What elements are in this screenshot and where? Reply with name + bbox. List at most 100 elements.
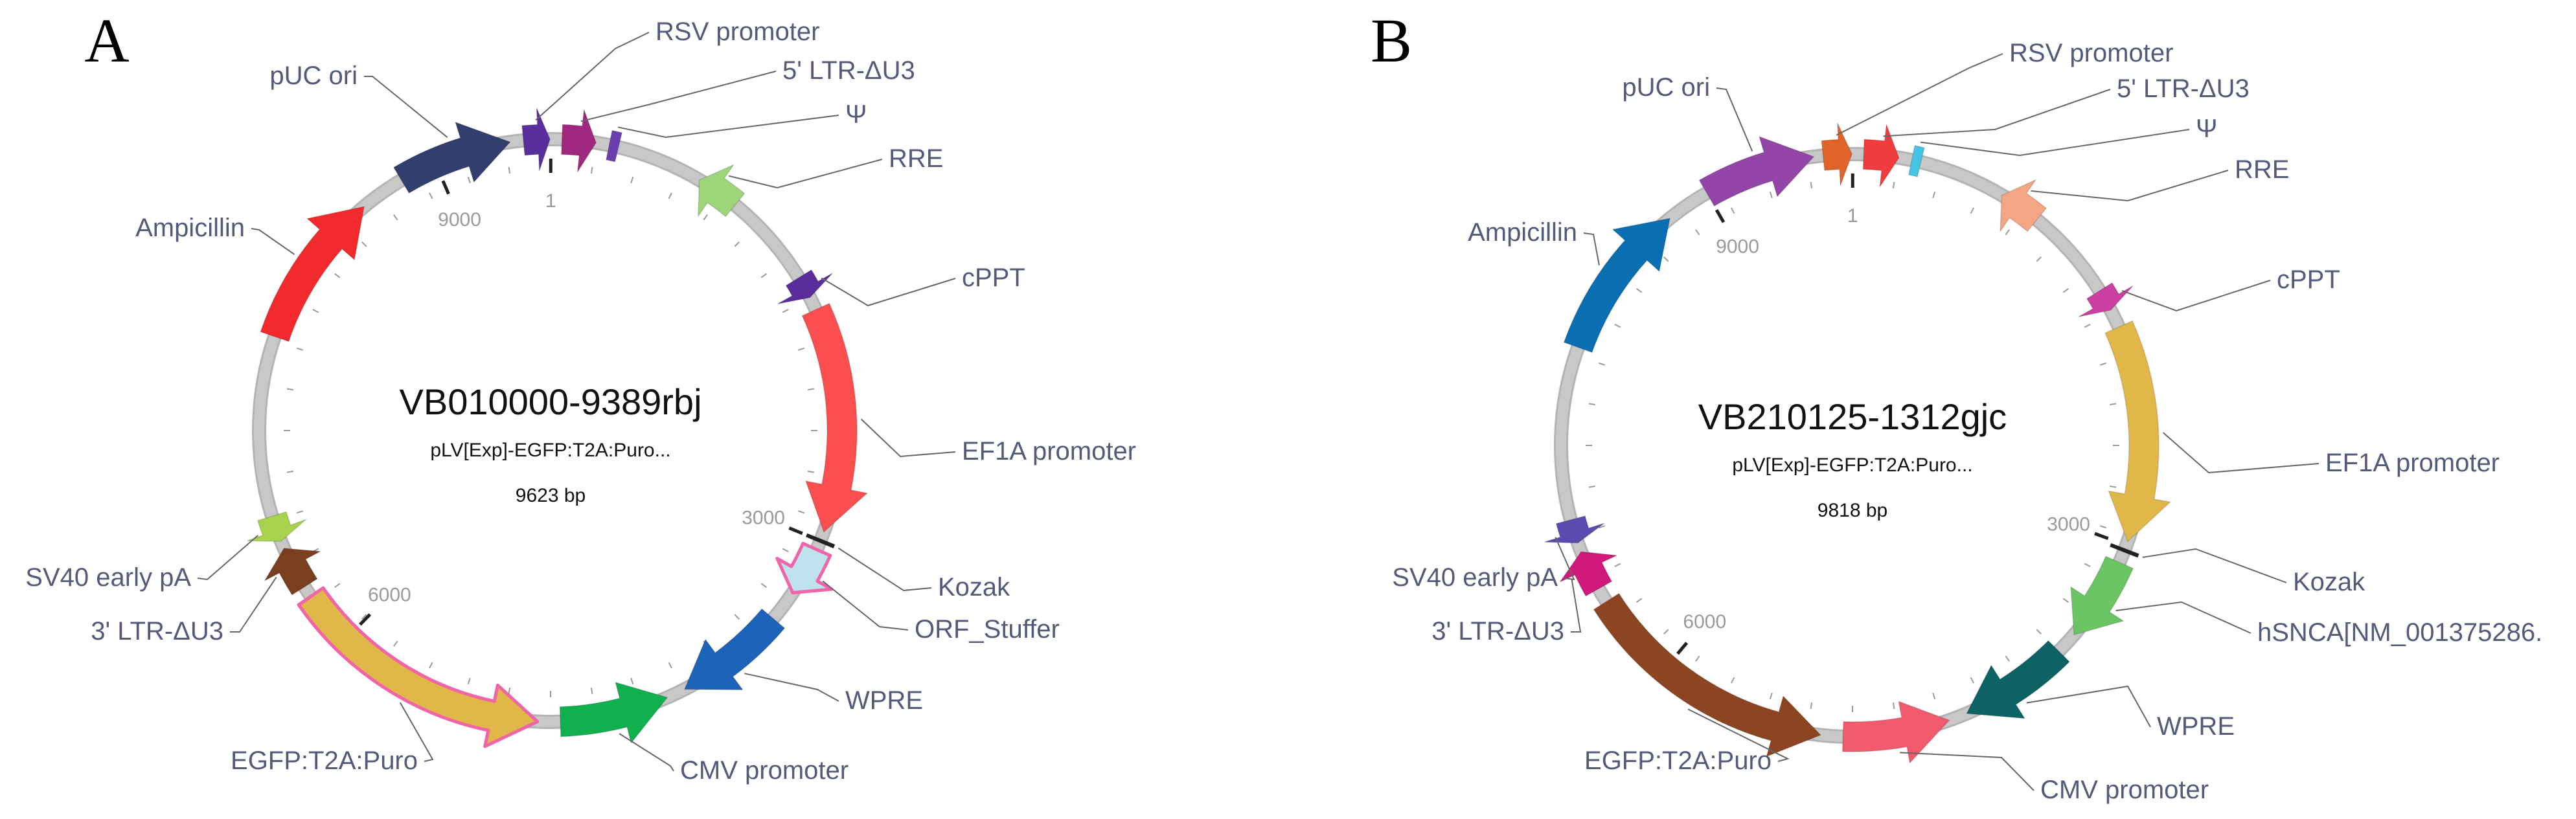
- feature-shape[interactable]: [1544, 515, 1605, 544]
- feature-shape[interactable]: [775, 541, 834, 595]
- tick-label-6000: 6000: [368, 584, 411, 605]
- feature-shape[interactable]: [698, 164, 746, 218]
- feature-ampicillin[interactable]: Ampicillin: [135, 206, 365, 342]
- tick-label-9000: 9000: [1716, 236, 1759, 258]
- feature-shape[interactable]: [1563, 218, 1670, 353]
- minor-tick: [1932, 191, 1936, 198]
- feature-shape[interactable]: [2000, 179, 2047, 232]
- feature-shape[interactable]: [1966, 640, 2070, 719]
- minor-tick: [1970, 677, 1974, 684]
- feature-shape[interactable]: [246, 511, 307, 542]
- feature-shape[interactable]: [260, 206, 365, 342]
- feature-puc-ori[interactable]: pUC ori: [269, 62, 511, 194]
- feature-ef1a-promoter[interactable]: EF1A promoter: [2104, 320, 2500, 543]
- minor-tick: [1663, 256, 1669, 262]
- leader-line: [860, 418, 956, 458]
- leader-line: [1583, 232, 1600, 265]
- feature-shape[interactable]: [801, 302, 868, 533]
- feature-wpre[interactable]: WPRE: [1966, 640, 2235, 741]
- minor-tick: [2005, 229, 2010, 236]
- feature-shape[interactable]: [1559, 551, 1617, 597]
- minor-tick: [429, 192, 433, 199]
- feature-rsv-promoter[interactable]: RSV promoter: [1821, 39, 2173, 186]
- minor-tick: [1695, 655, 1700, 662]
- feature-3-ltr-u3[interactable]: 3' LTR-ΔU3: [1431, 551, 1617, 645]
- feature-label: Ψ: [845, 100, 867, 129]
- feature-rre[interactable]: RRE: [2000, 155, 2289, 232]
- feature-wpre[interactable]: WPRE: [684, 608, 923, 715]
- feature-3-ltr-u3[interactable]: 3' LTR-ΔU3: [91, 548, 321, 645]
- feature-shape[interactable]: [777, 269, 833, 304]
- feature-[interactable]: Ψ: [606, 100, 867, 163]
- feature-shape[interactable]: [1841, 701, 1950, 764]
- leader-line: [1687, 708, 1790, 762]
- feature-shape[interactable]: [1821, 122, 1852, 186]
- feature-shape[interactable]: [559, 682, 668, 744]
- minor-tick: [2084, 324, 2091, 328]
- tick-label-1: 1: [545, 190, 556, 212]
- feature-label: 3' LTR-ΔU3: [1431, 617, 1564, 645]
- minor-tick: [2109, 485, 2117, 488]
- feature-puc-ori[interactable]: pUC ori: [1622, 73, 1815, 207]
- leader-line: [230, 576, 277, 633]
- feature-shape[interactable]: [2104, 320, 2171, 543]
- minor-tick: [782, 309, 789, 313]
- feature-egfp-t2a-puro[interactable]: EGFP:T2A:Puro: [1584, 593, 1821, 775]
- minor-tick: [2036, 629, 2042, 635]
- feature-label: CMV promoter: [680, 756, 849, 785]
- minor-tick: [429, 662, 433, 669]
- plasmid-length: 9818 bp: [1818, 500, 1887, 521]
- minor-tick: [1932, 693, 1936, 700]
- feature-shape[interactable]: [2070, 555, 2134, 636]
- minor-tick: [1598, 362, 1605, 366]
- major-tick: [1715, 208, 1726, 223]
- feature-rsv-promoter[interactable]: RSV promoter: [521, 17, 820, 172]
- feature-sv40-early-pa[interactable]: SV40 early pA: [1392, 515, 1605, 592]
- leader-line: [197, 535, 258, 581]
- feature-sv40-early-pa[interactable]: SV40 early pA: [25, 511, 307, 592]
- feature-orf-stuffer[interactable]: ORF_Stuffer: [775, 541, 1060, 644]
- leader-line: [1555, 537, 1575, 581]
- feature-shape[interactable]: [1698, 136, 1815, 207]
- feature-cmv-promoter[interactable]: CMV promoter: [1841, 701, 2209, 804]
- feature-shape[interactable]: [805, 533, 836, 549]
- feature-cmv-promoter[interactable]: CMV promoter: [559, 682, 849, 785]
- feature-egfp-t2a-puro[interactable]: EGFP:T2A:Puro: [231, 586, 540, 775]
- feature-cppt[interactable]: cPPT: [2078, 265, 2340, 318]
- feature-shape[interactable]: [264, 548, 321, 596]
- feature-shape[interactable]: [606, 129, 622, 163]
- minor-tick: [2109, 403, 2117, 406]
- feature-shape[interactable]: [2109, 543, 2140, 558]
- feature-shape[interactable]: [2078, 282, 2134, 318]
- minor-tick: [2084, 563, 2091, 567]
- feature-kozak[interactable]: Kozak: [2109, 543, 2365, 596]
- feature-shape[interactable]: [393, 122, 511, 194]
- minor-tick: [798, 510, 805, 514]
- feature-hsnca-nm-001375286[interactable]: hSNCA[NM_001375286.: [2070, 555, 2542, 647]
- feature-ampicillin[interactable]: Ampicillin: [1468, 218, 1670, 353]
- feature-rre[interactable]: RRE: [698, 144, 944, 218]
- feature-shape[interactable]: [560, 109, 597, 173]
- leader-line: [2142, 548, 2287, 583]
- leader-line: [728, 159, 883, 189]
- feature-shape[interactable]: [1908, 145, 1925, 177]
- minor-tick: [508, 687, 511, 695]
- feature-cppt[interactable]: cPPT: [777, 264, 1025, 307]
- feature-kozak[interactable]: Kozak: [805, 533, 1010, 601]
- minor-tick: [1769, 191, 1773, 198]
- minor-tick: [1636, 288, 1643, 293]
- feature-shape[interactable]: [297, 586, 540, 748]
- leader-line: [821, 277, 956, 307]
- feature-shape[interactable]: [1593, 593, 1821, 757]
- feature-ef1a-promoter[interactable]: EF1A promoter: [801, 302, 1136, 533]
- minor-tick: [1810, 702, 1813, 710]
- feature-5-ltr-u3[interactable]: 5' LTR-ΔU3: [1862, 74, 2250, 188]
- feature-shape[interactable]: [1862, 124, 1900, 188]
- feature-shape[interactable]: [684, 608, 786, 691]
- feature-shape[interactable]: [521, 107, 551, 172]
- feature-5-ltr-u3[interactable]: 5' LTR-ΔU3: [560, 56, 915, 173]
- leader-line: [364, 76, 448, 138]
- feature-[interactable]: Ψ: [1908, 115, 2218, 177]
